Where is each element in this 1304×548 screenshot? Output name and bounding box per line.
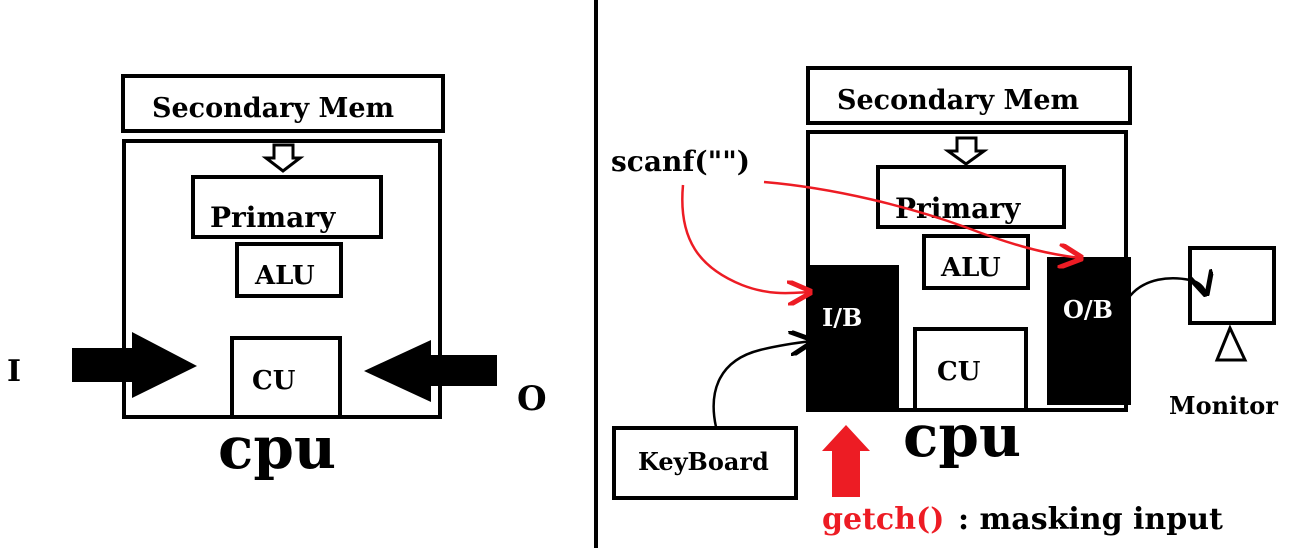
- output-label: O: [517, 379, 547, 419]
- keyboard-to-input-buffer-arrow: [712, 341, 812, 428]
- primary-memory-box: [876, 165, 1066, 229]
- keyboard-label: KeyBoard: [638, 447, 769, 476]
- cu-box: [913, 327, 1028, 412]
- memory-transfer-arrow: [943, 136, 989, 166]
- alu-box: [922, 234, 1030, 290]
- monitor: [1188, 246, 1276, 362]
- cpu-label: cpu: [218, 414, 336, 482]
- output-buffer-box: [1047, 257, 1131, 405]
- cu-box: [230, 336, 342, 419]
- output-arrow: [364, 340, 497, 402]
- left-diagram: Secondary Mem Primary ALU CU cpu I O: [7, 74, 547, 482]
- masking-input-label: : masking input: [958, 502, 1223, 537]
- secondary-memory-label: Secondary Mem: [152, 93, 394, 124]
- secondary-memory-box: [806, 66, 1132, 125]
- scanf-label: scanf(""): [611, 145, 750, 178]
- alu-label: ALU: [254, 261, 315, 291]
- right-diagram: Secondary Mem Primary ALU I/B O/B CU cpu…: [611, 66, 1278, 537]
- keyboard-box: [612, 426, 798, 500]
- secondary-memory-label: Secondary Mem: [837, 85, 1079, 116]
- input-arrow: [72, 332, 197, 398]
- scanf-to-input-buffer-arrow: [681, 184, 810, 293]
- getch-arrow: [822, 425, 870, 497]
- cu-label: CU: [252, 366, 296, 396]
- primary-memory-label: Primary: [895, 192, 1021, 225]
- primary-memory-label: Primary: [210, 201, 336, 234]
- input-label: I: [7, 354, 21, 389]
- input-buffer-box: [809, 265, 899, 411]
- secondary-memory-box: [121, 74, 445, 133]
- primary-memory-box: [191, 175, 383, 239]
- output-buffer-to-monitor-arrow: [1129, 278, 1206, 296]
- cu-label: CU: [937, 357, 981, 387]
- getch-label: getch(): [822, 502, 944, 537]
- alu-label: ALU: [940, 253, 1001, 283]
- scanf-to-output-buffer-arrow: [763, 180, 1081, 258]
- monitor-label: Monitor: [1169, 391, 1278, 420]
- memory-transfer-arrow: [261, 143, 305, 173]
- alu-box: [235, 242, 343, 298]
- cpu-label: cpu: [903, 402, 1021, 470]
- monitor-stand: [1214, 324, 1248, 362]
- output-buffer-label: O/B: [1063, 295, 1113, 324]
- input-buffer-label: I/B: [822, 303, 862, 332]
